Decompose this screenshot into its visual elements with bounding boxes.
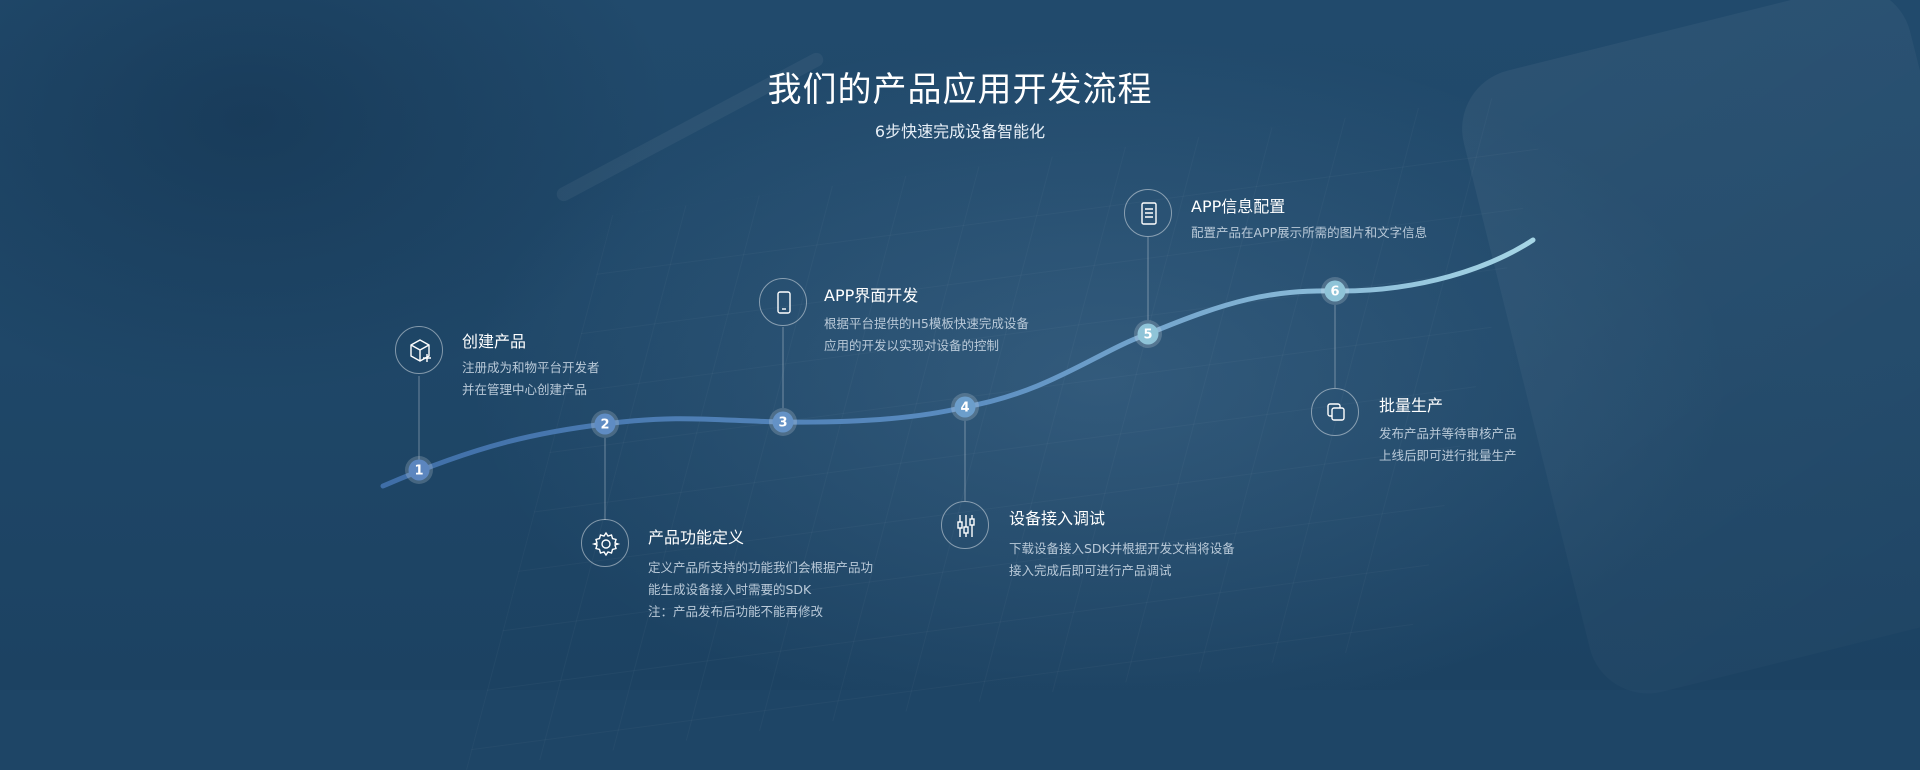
connector-lines (418, 237, 1336, 520)
step-markers: 1 2 3 4 5 6 (405, 277, 1349, 484)
step-1-title: 创建产品 (462, 332, 527, 351)
page-title: 我们的产品应用开发流程 (767, 70, 1153, 110)
step-2-title: 产品功能定义 (648, 528, 745, 547)
step-1-desc: 注册成为和物平台开发者 并在管理中心创建产品 (462, 357, 600, 401)
step-2-desc-line-1: 定义产品所支持的功能我们会根据产品功 (648, 560, 874, 575)
step-5-desc: 配置产品在APP展示所需的图片和文字信息 (1191, 222, 1427, 244)
step-5-desc-line-1: 配置产品在APP展示所需的图片和文字信息 (1191, 225, 1428, 240)
step-1-desc-line-2: 并在管理中心创建产品 (462, 382, 588, 397)
box-plus-icon (410, 339, 431, 362)
step-2-marker (594, 413, 616, 435)
step-2-desc-line-3: 注：产品发布后功能不能再修改 (648, 604, 824, 619)
background (0, 0, 1920, 690)
mobile-phone-icon (777, 291, 791, 314)
step-6-number: 6 (1330, 285, 1339, 300)
step-3-marker (772, 411, 794, 433)
step-4-desc-line-2: 接入完成后即可进行产品调试 (1009, 563, 1172, 578)
step-3-icon-ring (759, 278, 807, 326)
step-4-desc: 下载设备接入SDK并根据开发文档将设备 接入完成后即可进行产品调试 (1009, 538, 1235, 582)
page-subtitle: 6步快速完成设备智能化 (874, 122, 1046, 141)
step-6-desc: 发布产品并等待审核产品 上线后即可进行批量生产 (1379, 423, 1517, 467)
document-icon (1141, 202, 1157, 225)
step-3-desc-line-1: 根据平台提供的H5模板快速完成设备 (824, 316, 1029, 331)
step-4-title: 设备接入调试 (1009, 509, 1106, 528)
step-2-desc: 定义产品所支持的功能我们会根据产品功 能生成设备接入时需要的SDK 注：产品发布… (648, 557, 873, 623)
gear-icon (591, 531, 621, 557)
step-4-number: 4 (960, 401, 969, 416)
copy-icon (1327, 403, 1345, 421)
step-6-title: 批量生产 (1379, 396, 1444, 415)
step-3-title: APP界面开发 (824, 286, 919, 305)
step-5-number: 5 (1143, 328, 1152, 343)
step-2-number: 2 (600, 418, 609, 433)
step-6-marker (1324, 280, 1346, 302)
step-1-desc-line-1: 注册成为和物平台开发者 (462, 360, 600, 375)
step-6-desc-line-1: 发布产品并等待审核产品 (1379, 426, 1517, 441)
step-4-desc-line-1: 下载设备接入SDK并根据开发文档将设备 (1009, 541, 1235, 556)
step-1-number: 1 (414, 464, 423, 479)
process-flow-diagram: 1 2 3 4 5 6 (380, 237, 1536, 520)
step-1-icon-ring (395, 326, 443, 374)
step-3-desc: 根据平台提供的H5模板快速完成设备 应用的开发以实现对设备的控制 (824, 313, 1029, 357)
step-2-icon-ring (581, 519, 629, 567)
step-3-desc-line-2: 应用的开发以实现对设备的控制 (824, 338, 1000, 353)
step-2-desc-line-2: 能生成设备接入时需要的SDK (648, 582, 812, 597)
step-5-marker (1137, 323, 1159, 345)
step-6-desc-line-2: 上线后即可进行批量生产 (1379, 448, 1517, 463)
step-5-icon-ring (1124, 189, 1172, 237)
step-4-marker (954, 396, 976, 418)
step-3-number: 3 (778, 416, 787, 431)
step-6-icon-ring (1311, 388, 1359, 436)
step-5-title: APP信息配置 (1191, 197, 1286, 216)
sliders-icon (957, 515, 975, 537)
step-1-marker (408, 459, 430, 481)
step-4-icon-ring (941, 501, 989, 549)
